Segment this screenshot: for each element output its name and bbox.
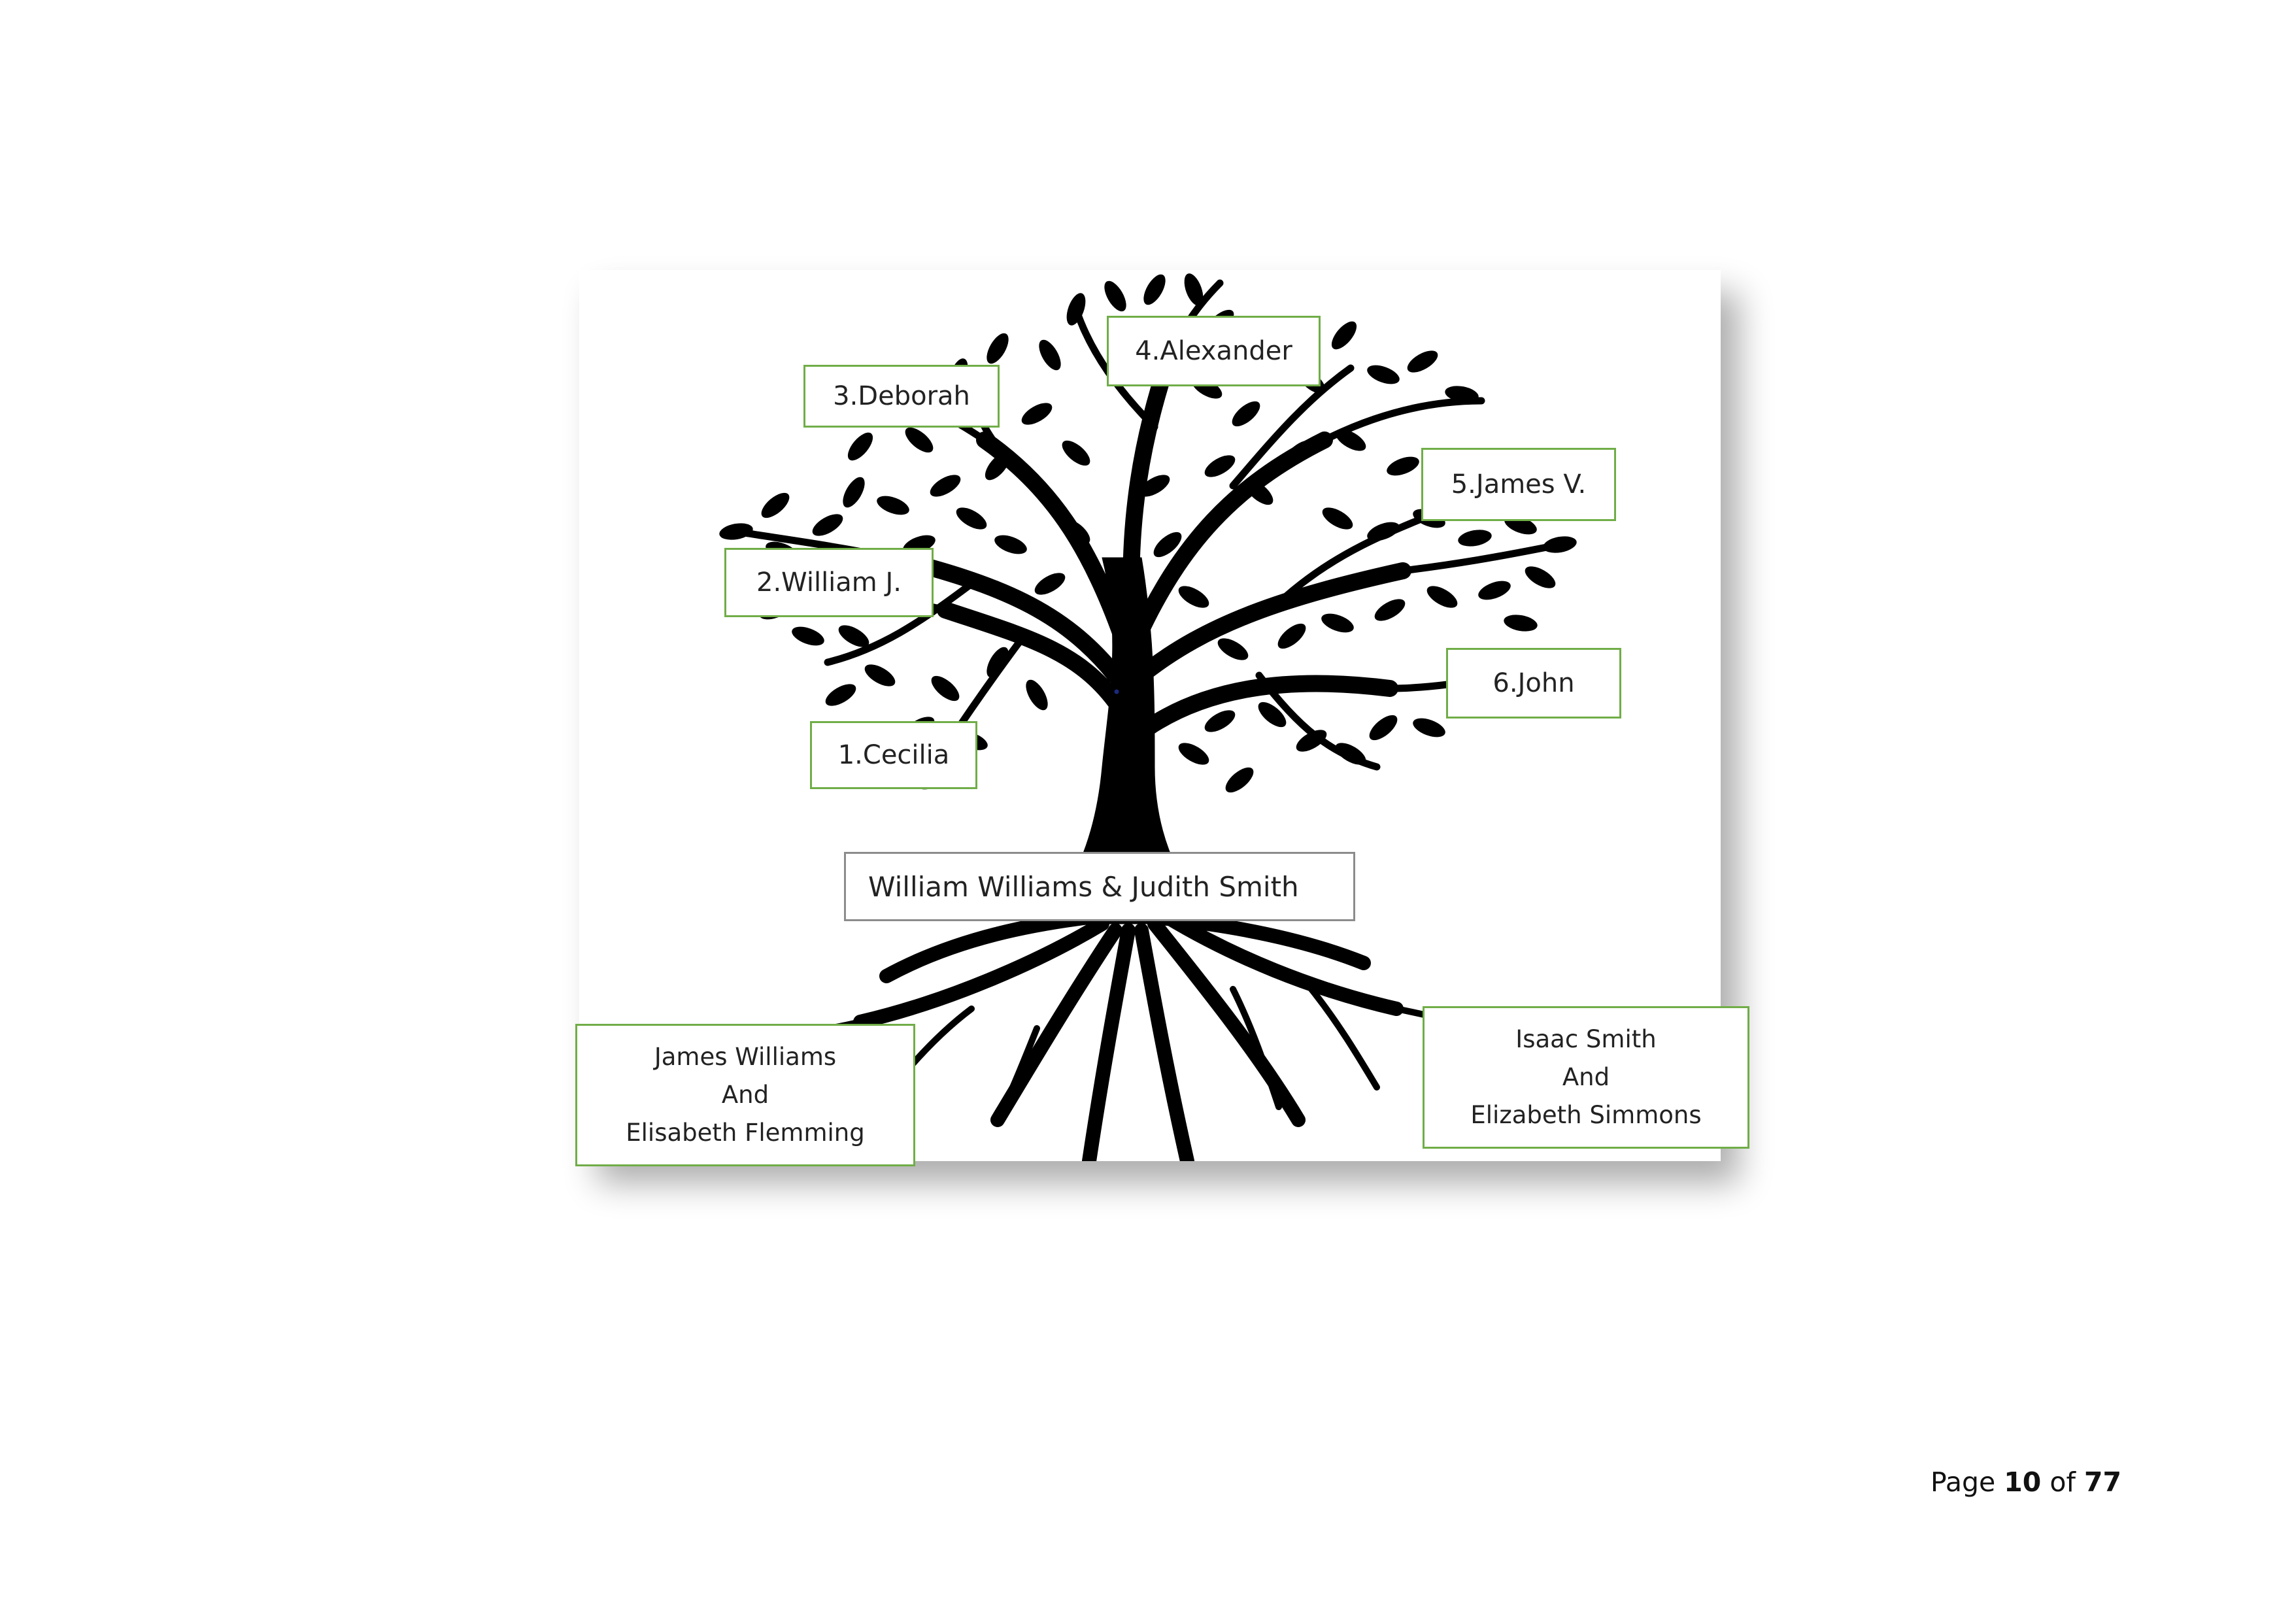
- right-parents-box: Isaac Smith And Elizabeth Simmons: [1423, 1006, 1749, 1149]
- child-box-deborah: 3.Deborah: [803, 365, 1000, 428]
- of-word: of: [2049, 1466, 2076, 1498]
- left-parents-box: James Williams And Elisabeth Flemming: [575, 1024, 915, 1166]
- page-word: Page: [1930, 1466, 1996, 1498]
- child-box-william-j: 2.William J.: [724, 548, 934, 617]
- left-parent-and: And: [721, 1081, 769, 1109]
- right-parent-and: And: [1562, 1063, 1610, 1091]
- total-page-count: 77: [2083, 1466, 2121, 1498]
- couple-box: William Williams & Judith Smith: [844, 852, 1355, 921]
- left-parent-father: James Williams: [654, 1043, 837, 1071]
- child-box-cecilia: 1.Cecilia: [810, 721, 977, 789]
- child-box-john: 6.John: [1446, 648, 1621, 719]
- child-box-james-v: 5.James V.: [1421, 448, 1616, 521]
- trunk-marker-dot: [1113, 688, 1120, 695]
- current-page-number: 10: [2004, 1466, 2042, 1498]
- family-tree-figure: 1.Cecilia 2.William J. 3.Deborah 4.Alexa…: [575, 270, 1749, 1166]
- right-parent-mother: Elizabeth Simmons: [1470, 1101, 1702, 1129]
- right-parent-father: Isaac Smith: [1515, 1025, 1657, 1053]
- tree-trunk: [1049, 557, 1207, 924]
- left-parent-mother: Elisabeth Flemming: [626, 1119, 865, 1147]
- page-number-footer: Page 10 of 77: [1931, 1466, 2121, 1498]
- tree-roots-fine: [779, 986, 1485, 1123]
- tree-roots: [853, 910, 1404, 1161]
- child-box-alexander: 4.Alexander: [1107, 316, 1321, 386]
